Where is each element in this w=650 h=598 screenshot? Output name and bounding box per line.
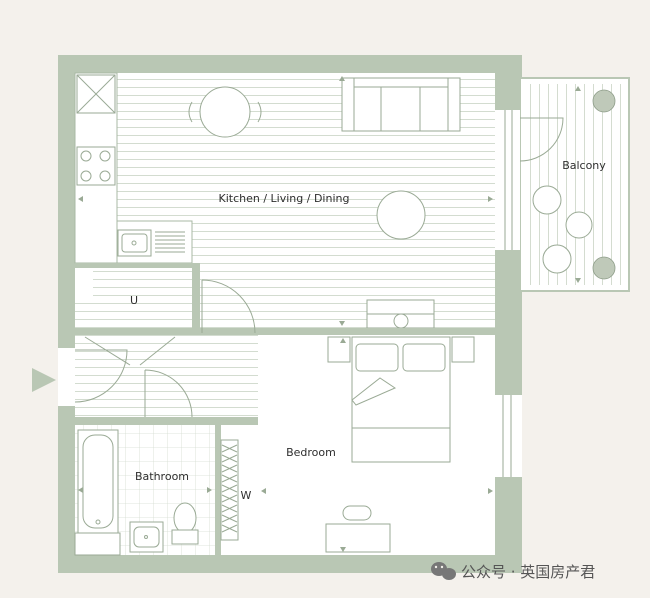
label-wardrobe: W	[241, 489, 252, 502]
bathroom-wall	[75, 417, 265, 425]
balcony-door-frame	[495, 110, 520, 250]
tv-unit-icon	[366, 299, 435, 329]
bed-icon	[327, 336, 475, 463]
basin-icon	[129, 521, 164, 553]
plant-icon	[592, 89, 616, 280]
label-bathroom: Bathroom	[135, 470, 189, 483]
entrance-door-swing	[74, 349, 128, 403]
wardrobe-rail	[220, 439, 239, 541]
wechat-icon	[431, 562, 456, 580]
entrance-opening	[58, 348, 75, 406]
bathroom-side-wall	[215, 425, 221, 555]
watermark-text: 公众号 · 英国房产君	[461, 563, 595, 581]
utility-side-wall	[192, 263, 200, 335]
utility-notch	[75, 268, 93, 298]
hob-icon	[76, 146, 116, 186]
balcony-floor	[526, 84, 623, 285]
living-door-swing	[201, 279, 256, 334]
toilet-icon	[171, 502, 199, 545]
label-kitchen-living-dining: Kitchen / Living / Dining	[219, 192, 350, 205]
balcony-chair-icon	[532, 185, 593, 274]
kitchen-counter	[74, 72, 118, 264]
room-hallway	[75, 335, 265, 417]
sofa-icon	[341, 77, 461, 132]
dining-table-icon	[188, 86, 262, 138]
bathtub-icon	[77, 429, 119, 534]
label-balcony: Balcony	[562, 159, 606, 172]
coffee-table-icon	[376, 190, 426, 240]
utility-wall	[75, 328, 265, 335]
fridge-icon	[76, 74, 116, 114]
balcony-door-swing	[519, 117, 564, 162]
bathroom-door-swing	[144, 369, 193, 418]
label-utility: U	[130, 294, 138, 307]
kitchen-counter-lower	[116, 220, 193, 264]
entrance-arrow-icon	[32, 368, 56, 392]
bedroom-window	[495, 395, 522, 477]
desk-icon	[325, 505, 391, 553]
kitchen-wall	[75, 263, 192, 268]
kitchen-sink-icon	[117, 229, 185, 257]
utility-doors-swing	[84, 336, 176, 366]
room-utility	[75, 268, 192, 328]
label-bedroom: Bedroom	[286, 446, 336, 459]
dimension-markers	[78, 76, 581, 552]
bedroom-top-wall	[258, 328, 495, 335]
